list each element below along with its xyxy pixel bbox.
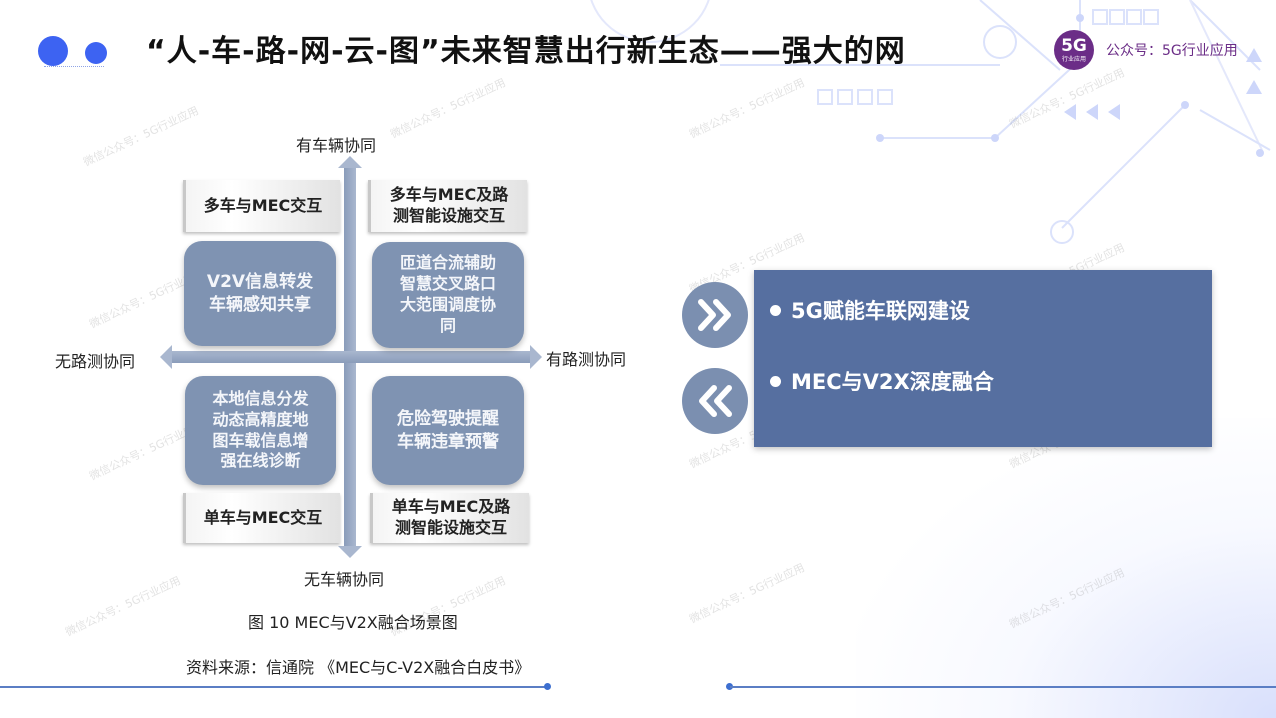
key-points-panel: 5G赋能车联网建设 MEC与V2X深度融合 (754, 270, 1212, 447)
scenario-line: 危险驾驶提醒 (397, 409, 499, 430)
key-point-label: 5G赋能车联网建设 (791, 299, 970, 323)
watermark: 微信公众号：5G行业应用 (388, 76, 508, 141)
scenario-line: 车辆感知共享 (209, 294, 311, 315)
scenario-line: 图车载信息增 (212, 430, 309, 450)
scenario-line: 大范围调度协 (399, 295, 496, 314)
key-point-item: 5G赋能车联网建设 (770, 295, 970, 325)
rule-end-dot (544, 683, 551, 690)
category-line: 单车与MEC及路 (391, 497, 511, 517)
watermark: 微信公众号：5G行业应用 (1007, 66, 1127, 131)
axis-label-bottom: 无车辆协同 (304, 570, 385, 589)
title-dot-large (38, 36, 68, 66)
arrow-up-icon (338, 156, 362, 168)
category-label: 单车与MEC交互 (203, 507, 323, 527)
quadrant-scenarios-bottom-left: 本地信息分发 动态高精度地 图车载信息增 强在线诊断 (185, 376, 336, 485)
page-title: “人-车-路-网-云-图”未来智慧出行新生态——强大的网 (146, 34, 906, 69)
bullet-icon (770, 375, 781, 387)
scenario-line: 本地信息分发 (212, 388, 309, 408)
arrow-right-icon (530, 345, 542, 369)
brand: 5G 行业应用 公众号：5G行业应用 (1054, 30, 1238, 70)
category-line: 多车与MEC及路 (389, 185, 509, 205)
bottom-rule-right (730, 686, 1276, 688)
title-dot-small (85, 42, 107, 64)
scenario-line: 智慧交叉路口 (399, 274, 496, 294)
title-dot-underline (44, 66, 104, 67)
bottom-rule-left (0, 686, 548, 688)
double-chevron-right-icon (698, 299, 731, 331)
previous-button[interactable] (682, 368, 748, 434)
bullet-icon (770, 304, 781, 316)
scenario-line: 强在线诊断 (220, 451, 301, 471)
scenario-line: V2V信息转发 (206, 272, 314, 293)
scenario-line: 匝道合流辅助 (399, 253, 496, 273)
watermark: 微信公众号：5G行业应用 (81, 104, 201, 169)
quadrant-category-bottom-left: 单车与MEC交互 (183, 493, 340, 543)
quadrant-scenarios-top-left: V2V信息转发 车辆感知共享 (184, 241, 336, 346)
quadrant-scenarios-bottom-right: 危险驾驶提醒 车辆违章预警 (372, 376, 524, 485)
watermark: 微信公众号：5G行业应用 (687, 76, 807, 141)
axis-label-top: 有车辆协同 (296, 136, 377, 155)
key-point-label: MEC与V2X深度融合 (791, 370, 994, 394)
double-chevron-left-icon (699, 385, 732, 417)
next-button[interactable] (682, 282, 748, 348)
axis-label-right: 有路测协同 (546, 350, 627, 369)
category-line: 测智能设施交互 (394, 518, 507, 537)
scenario-line: 同 (439, 315, 456, 335)
arrow-down-icon (338, 546, 362, 558)
background-gradient (856, 418, 1276, 718)
scenario-line: 动态高精度地 (212, 409, 309, 429)
quadrant-category-top-left: 多车与MEC交互 (183, 180, 340, 232)
figure-caption: 图 10 MEC与V2X融合场景图 (248, 613, 458, 632)
quadrant-scenarios-top-right: 匝道合流辅助 智慧交叉路口 大范围调度协 同 (372, 242, 524, 348)
source-citation: 资料来源：信通院 《MEC与C-V2X融合白皮书》 (186, 658, 531, 677)
brand-logo-text: 5G (1061, 35, 1087, 56)
watermark: 微信公众号：5G行业应用 (687, 561, 807, 626)
brand-text: 公众号：5G行业应用 (1106, 43, 1238, 59)
arrow-left-icon (160, 345, 172, 369)
brand-logo-icon: 5G 行业应用 (1054, 30, 1094, 70)
watermark: 微信公众号：5G行业应用 (63, 574, 183, 639)
category-line: 测智能设施交互 (392, 206, 505, 225)
scenario-line: 车辆违章预警 (397, 431, 499, 452)
key-point-item: MEC与V2X深度融合 (770, 366, 994, 396)
quadrant-category-bottom-right: 单车与MEC及路 测智能设施交互 (370, 493, 529, 543)
quadrant-category-top-right: 多车与MEC及路 测智能设施交互 (368, 180, 527, 232)
brand-logo-subtext: 行业应用 (1061, 55, 1086, 63)
axis-label-left: 无路测协同 (55, 352, 136, 371)
rule-start-dot (726, 683, 733, 690)
category-label: 多车与MEC交互 (203, 195, 323, 215)
horizontal-axis (170, 351, 530, 363)
